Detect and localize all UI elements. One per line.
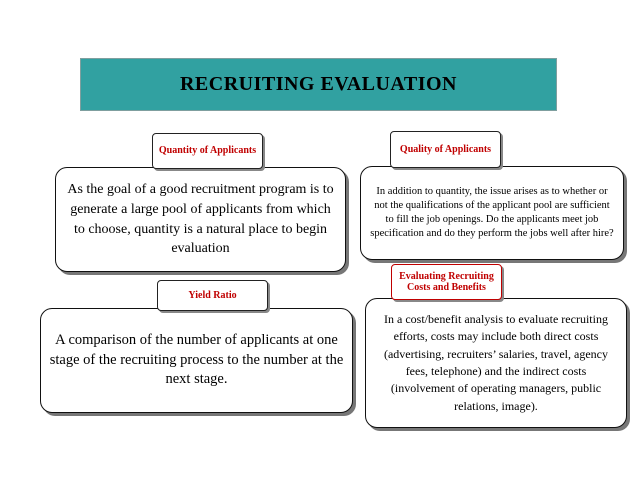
quantity-label: Quantity of Applicants xyxy=(152,133,263,169)
title-banner: RECRUITING EVALUATION xyxy=(80,58,557,111)
page-title: RECRUITING EVALUATION xyxy=(179,73,458,95)
quality-card-text: In addition to quantity, the issue arise… xyxy=(370,185,614,240)
yield-ratio-card-text: A comparison of the number of applicants… xyxy=(49,332,344,388)
quality-label-text: Quality of Applicants xyxy=(399,143,492,155)
yield-ratio-label-text: Yield Ratio xyxy=(188,289,237,301)
evaluating-costs-label: Evaluating Recruiting Costs and Benefits xyxy=(391,264,502,300)
evaluating-costs-card: In a cost/benefit analysis to evaluate r… xyxy=(365,298,627,428)
quality-label: Quality of Applicants xyxy=(390,131,501,168)
quantity-card-text: As the goal of a good recruitment progra… xyxy=(67,182,334,257)
yield-ratio-label: Yield Ratio xyxy=(157,280,268,311)
quantity-label-text: Quantity of Applicants xyxy=(158,145,257,157)
evaluating-costs-card-text: In a cost/benefit analysis to evaluate r… xyxy=(383,311,608,413)
quality-card: In addition to quantity, the issue arise… xyxy=(360,166,624,260)
quantity-card: As the goal of a good recruitment progra… xyxy=(55,167,346,272)
yield-ratio-card: A comparison of the number of applicants… xyxy=(40,308,353,413)
evaluating-costs-label-text: Evaluating Recruiting Costs and Benefits xyxy=(399,270,494,294)
